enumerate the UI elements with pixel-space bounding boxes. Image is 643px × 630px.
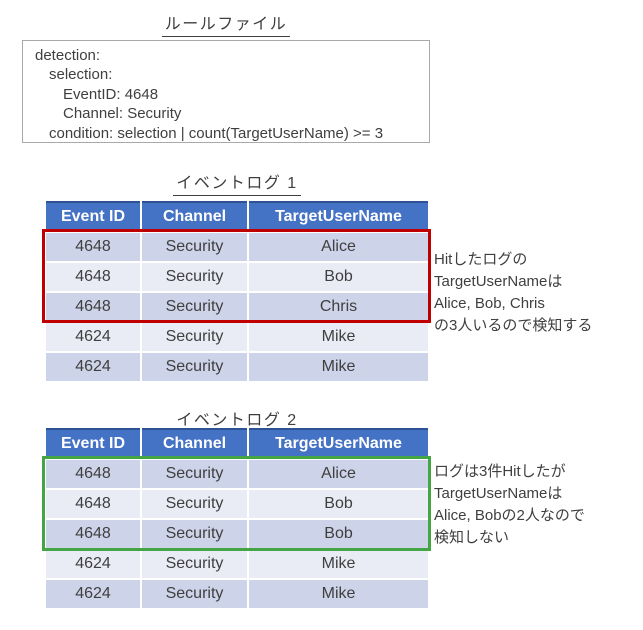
note-line: Alice, Bobの2人なので [434, 507, 585, 524]
note-line: の3人いるので検知する [434, 317, 593, 334]
table-cell: Security [142, 353, 247, 381]
table-cell: Bob [249, 263, 428, 291]
rule-line-condition: condition: selection | count(TargetUserN… [49, 124, 384, 142]
table-cell: 4624 [46, 353, 140, 381]
note-line: ログは3件Hitしたが [434, 463, 566, 480]
table-cell: 4648 [46, 460, 140, 488]
header-cell-channel: Channel [142, 201, 247, 231]
note-line: TargetUserNameは [434, 485, 563, 502]
table-cell: Chris [249, 293, 428, 321]
table-cell: Security [142, 520, 247, 548]
header-cell-event-id: Event ID [46, 428, 140, 458]
table-cell: Security [142, 323, 247, 351]
table-cell: Security [142, 550, 247, 578]
table-cell: 4648 [46, 520, 140, 548]
event-log-2-table: Event ID Channel TargetUserName 4648 Sec… [46, 428, 428, 608]
header-cell-event-id: Event ID [46, 201, 140, 231]
table-cell: 4648 [46, 233, 140, 261]
note-line: Alice, Bob, Chris [434, 295, 545, 312]
table-cell: Alice [249, 460, 428, 488]
rule-line-channel: Channel: Security [63, 105, 182, 123]
table-cell: Mike [249, 580, 428, 608]
table-cell: Mike [249, 323, 428, 351]
rule-line-eventid: EventID: 4648 [63, 85, 159, 103]
table-cell: Bob [249, 490, 428, 518]
rule-file-title-text: ルールファイル [161, 10, 291, 37]
table-cell: 4648 [46, 293, 140, 321]
rule-line-selection: selection: [49, 66, 113, 84]
table-cell: 4624 [46, 323, 140, 351]
rule-file-box: detection: selection: EventID: 4648 Chan… [22, 40, 430, 143]
table-cell: 4648 [46, 263, 140, 291]
header-cell-targetusername: TargetUserName [249, 428, 428, 458]
note-line: 検知しない [434, 529, 510, 546]
table-cell: Security [142, 580, 247, 608]
header-cell-targetusername: TargetUserName [249, 201, 428, 231]
table-cell: Security [142, 490, 247, 518]
table-cell: Security [142, 233, 247, 261]
event-log-1-table: Event ID Channel TargetUserName 4648 Sec… [46, 201, 428, 381]
table-cell: Bob [249, 520, 428, 548]
event-log-1-title-text: イベントログ 1 [173, 169, 301, 196]
table-cell: Alice [249, 233, 428, 261]
detection-note-2: ログは3件Hitしたが TargetUserNameは Alice, Bobの2… [434, 461, 639, 549]
table-cell: 4624 [46, 580, 140, 608]
note-line: TargetUserNameは [434, 273, 563, 290]
rule-file-title: ルールファイル [22, 10, 430, 37]
table-cell: 4648 [46, 490, 140, 518]
detection-note-1: Hitしたログの TargetUserNameは Alice, Bob, Chr… [434, 249, 639, 337]
table-cell: Mike [249, 550, 428, 578]
table-cell: Mike [249, 353, 428, 381]
rule-line-detection: detection: [35, 47, 101, 64]
header-cell-channel: Channel [142, 428, 247, 458]
table-cell: Security [142, 263, 247, 291]
event-log-1-title: イベントログ 1 [46, 169, 428, 196]
table-cell: Security [142, 460, 247, 488]
table-cell: 4624 [46, 550, 140, 578]
note-line: Hitしたログの [434, 251, 528, 268]
table-cell: Security [142, 293, 247, 321]
